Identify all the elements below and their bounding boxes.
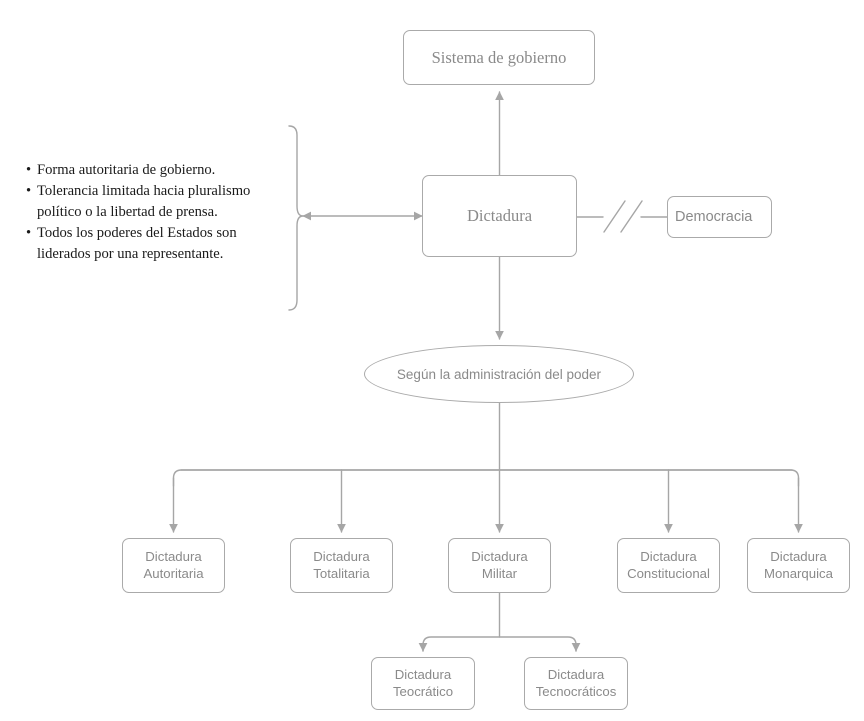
node-dictadura-monarquica[interactable]: Dictadura Monarquica <box>747 538 850 593</box>
branch-bus-militar <box>422 636 577 652</box>
node-dictadura[interactable]: Dictadura <box>422 175 577 257</box>
node-dictadura-constitucional[interactable]: Dictadura Constitucional <box>617 538 720 593</box>
node-dictadura-militar[interactable]: Dictadura Militar <box>448 538 551 593</box>
bullet-list: Forma autoritaria de gobierno. Toleranci… <box>26 160 288 265</box>
node-dictadura-teocratico[interactable]: Dictadura Teocrático <box>371 657 475 710</box>
node-dictadura-totalitaria[interactable]: Dictadura Totalitaria <box>290 538 393 593</box>
bullet-group-brace <box>288 125 304 311</box>
node-segun-la-administracion-del-poder[interactable]: Según la administración del poder <box>364 345 634 403</box>
node-democracia[interactable]: Democracia <box>667 196 772 238</box>
branch-bus-main <box>172 469 800 487</box>
opposition-slash-1-icon <box>603 200 626 233</box>
node-dictadura-autoritaria[interactable]: Dictadura Autoritaria <box>122 538 225 593</box>
node-sistema-de-gobierno[interactable]: Sistema de gobierno <box>403 30 595 85</box>
dictadura-characteristics-list: Forma autoritaria de gobierno. Toleranci… <box>26 160 288 265</box>
bullet-item: Tolerancia limitada hacia pluralismo pol… <box>26 181 288 222</box>
bullet-item: Todos los poderes del Estados son lidera… <box>26 223 288 264</box>
bullet-item: Forma autoritaria de gobierno. <box>26 160 288 181</box>
opposition-slash-2-icon <box>620 200 643 233</box>
node-dictadura-tecnocraticos[interactable]: Dictadura Tecnocráticos <box>524 657 628 710</box>
